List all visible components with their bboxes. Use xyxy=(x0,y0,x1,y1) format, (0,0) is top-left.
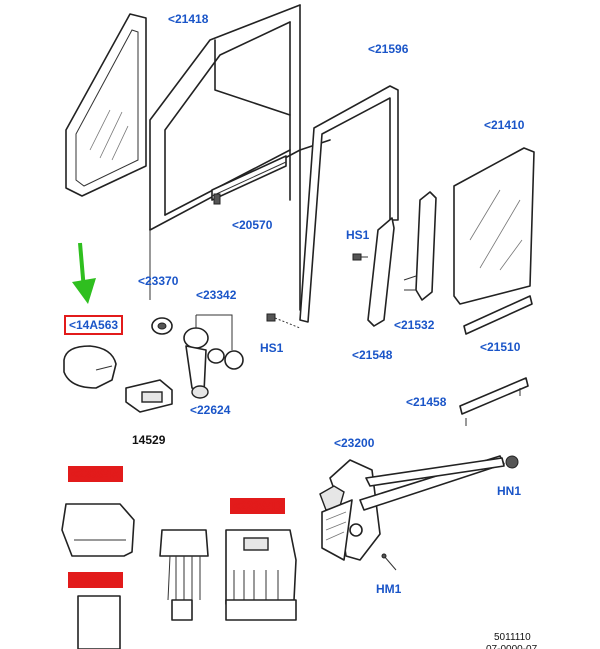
window-switch xyxy=(125,379,173,413)
control-module-b xyxy=(77,595,121,649)
handle-knob xyxy=(191,385,209,399)
label-23394b: <23394B xyxy=(68,572,124,588)
label-21418: <21418 xyxy=(168,12,209,26)
label-21548: <21548 xyxy=(352,348,393,362)
label-21410: <21410 xyxy=(484,118,525,132)
diagram-code: 5011110 xyxy=(494,632,531,643)
label-hs1-left: HS1 xyxy=(260,341,284,355)
screw-hs1-top xyxy=(352,253,368,261)
switch-housing xyxy=(63,345,117,389)
glass-guide-rail xyxy=(459,377,529,426)
glass-lower-channel xyxy=(463,295,533,335)
label-hs1-top: HS1 xyxy=(346,228,370,242)
window-regulator xyxy=(319,455,519,561)
label-23200: <23200 xyxy=(334,436,375,450)
label-14a563: <14A563 xyxy=(64,315,124,335)
label-21532: <21532 xyxy=(394,318,435,332)
screw-hs1-left xyxy=(266,313,301,329)
window-crank-handle xyxy=(183,314,244,398)
wiring-harness xyxy=(159,529,209,621)
screw-hm1 xyxy=(381,553,397,571)
label-hn1: HN1 xyxy=(497,484,522,498)
highlight-arrow xyxy=(72,242,96,304)
label-hm1: HM1 xyxy=(376,582,402,596)
rear-run-channel xyxy=(367,217,395,327)
label-21510: <21510 xyxy=(480,340,521,354)
door-glass xyxy=(453,147,535,305)
control-module-d xyxy=(225,529,297,621)
label-14529: 14529 xyxy=(132,433,166,447)
label-21596: <21596 xyxy=(368,42,409,56)
division-bar xyxy=(403,191,437,301)
glass-run-channel xyxy=(299,85,399,323)
label-22624: <22624 xyxy=(190,403,231,417)
diagram-subcode: 07-0000-07 xyxy=(486,644,537,649)
label-23394a: <23394A xyxy=(68,466,124,482)
label-21458: <21458 xyxy=(406,395,447,409)
quarter-window-glass xyxy=(65,13,147,197)
belt-moulding xyxy=(211,155,287,205)
label-23394d: <23394D xyxy=(230,498,286,514)
label-23370: <23370 xyxy=(138,274,179,288)
handle-grommet xyxy=(151,317,173,335)
door-frame xyxy=(149,4,331,311)
label-20570: <20570 xyxy=(232,218,273,232)
control-module-a xyxy=(61,503,135,557)
label-23342: <23342 xyxy=(196,288,237,302)
